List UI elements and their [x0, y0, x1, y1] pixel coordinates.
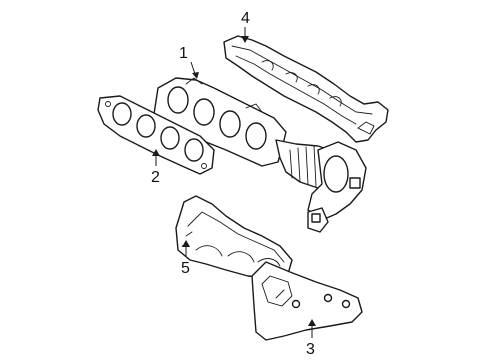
callout-2: 2 — [151, 149, 160, 186]
callout-1-leader — [190, 61, 196, 75]
exhaust-manifold — [153, 77, 367, 233]
manifold-gasket — [97, 95, 215, 175]
manifold-stay-bracket — [251, 261, 363, 341]
callout-4-label: 4 — [241, 10, 250, 27]
callout-3-label: 3 — [306, 341, 315, 358]
callout-3: 3 — [306, 319, 316, 358]
lower-heat-shield — [175, 195, 293, 279]
callout-1: 1 — [179, 45, 199, 79]
upper-heat-shield — [223, 35, 389, 143]
callout-1-label: 1 — [179, 45, 188, 62]
callout-5-label: 5 — [181, 260, 190, 277]
callout-2-label: 2 — [151, 169, 160, 186]
callout-4-arrow — [241, 36, 249, 43]
callout-3-arrow — [308, 319, 316, 326]
callout-2-arrow — [152, 149, 160, 156]
callout-5: 5 — [181, 240, 190, 277]
callout-1-arrow — [192, 72, 199, 79]
callout-5-arrow — [182, 240, 190, 247]
callout-4: 4 — [241, 10, 250, 43]
